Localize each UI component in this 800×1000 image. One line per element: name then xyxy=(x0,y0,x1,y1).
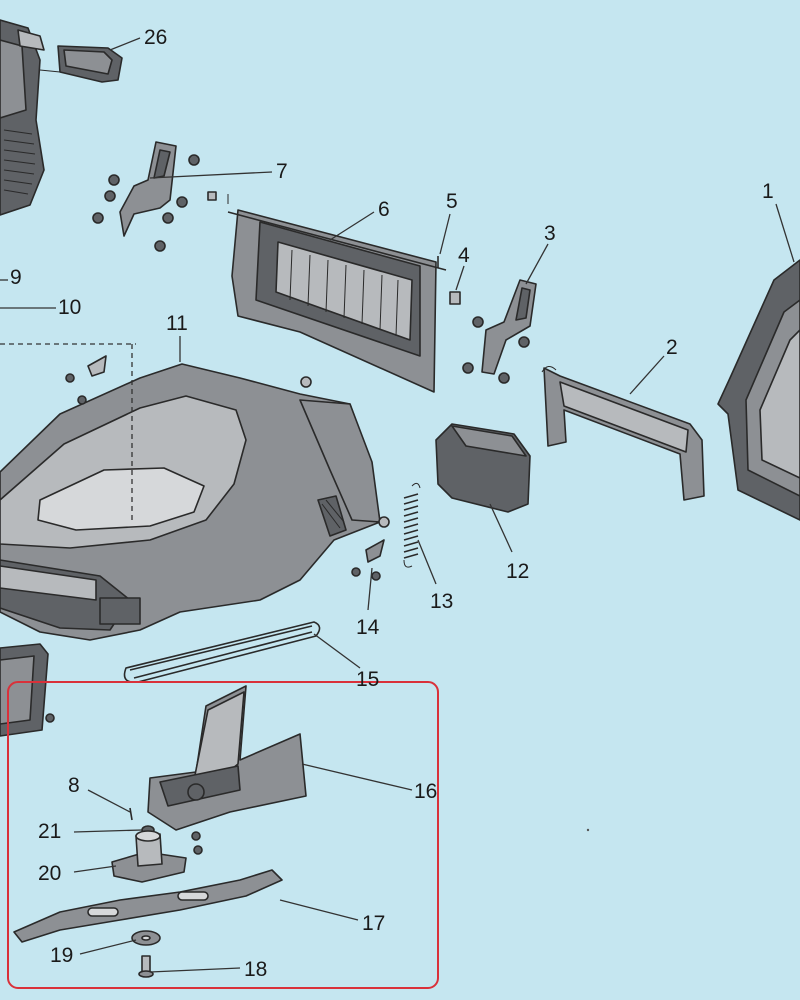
label-17: 17 xyxy=(362,912,385,935)
label-12: 12 xyxy=(506,560,529,583)
part-13-spring xyxy=(403,482,421,568)
part-20-blade-holder xyxy=(111,830,187,883)
label-2: 2 xyxy=(666,336,678,359)
leader-14 xyxy=(367,567,373,611)
label-15: 15 xyxy=(356,668,379,691)
leader-16 xyxy=(301,763,413,791)
leader-6 xyxy=(329,211,375,241)
part-11-fastener xyxy=(300,376,312,388)
leader-17 xyxy=(279,899,359,921)
part-1-grass-bag xyxy=(717,259,800,521)
label-6: 6 xyxy=(378,198,390,221)
label-13: 13 xyxy=(430,590,453,613)
leader-15 xyxy=(313,633,361,669)
stray-dot xyxy=(586,828,590,832)
label-19: 19 xyxy=(50,944,73,967)
part-17-blade xyxy=(13,869,283,943)
label-8: 8 xyxy=(68,774,80,797)
highlight-box xyxy=(7,681,439,989)
label-11: 11 xyxy=(166,312,188,335)
part-19-washer xyxy=(131,930,161,946)
label-4: 4 xyxy=(458,244,470,267)
label-3: 3 xyxy=(544,222,556,245)
label-9: 9 xyxy=(10,266,22,289)
leader-4 xyxy=(455,265,465,291)
part-26-switch-box xyxy=(39,45,123,83)
leader-1 xyxy=(775,203,795,263)
leader-5 xyxy=(439,213,451,255)
part-2-deflector xyxy=(541,366,705,501)
leader-3 xyxy=(525,243,549,285)
part-6-rear-flap xyxy=(207,191,447,393)
label-16: 16 xyxy=(414,780,437,803)
label-5: 5 xyxy=(446,190,458,213)
label-10: 10 xyxy=(58,296,81,319)
leader-18 xyxy=(149,967,241,973)
part-14-cable-tie xyxy=(351,539,385,581)
leader-21 xyxy=(73,829,143,833)
label-26: 26 xyxy=(144,26,167,49)
part-18-bolt xyxy=(138,955,154,978)
leader-2 xyxy=(629,355,665,395)
leader-8 xyxy=(87,789,131,813)
part-9-10-cable xyxy=(0,343,136,520)
part-7-bracket xyxy=(92,141,200,252)
leader-7 xyxy=(149,171,273,179)
label-7: 7 xyxy=(276,160,288,183)
label-14: 14 xyxy=(356,616,380,639)
leader-13 xyxy=(417,539,437,585)
part-12-cover-plug xyxy=(435,423,531,513)
label-18: 18 xyxy=(244,958,267,981)
leader-20 xyxy=(73,865,117,873)
leader-12 xyxy=(489,503,513,553)
part-3-bracket xyxy=(462,279,537,384)
label-21: 21 xyxy=(38,820,61,843)
part-8-key xyxy=(129,807,133,821)
label-1: 1 xyxy=(762,180,774,203)
part-11-deck-housing xyxy=(0,363,390,641)
part-4-sleeve xyxy=(449,291,461,305)
part-engine xyxy=(0,19,45,216)
part-16-mulching-plug xyxy=(147,685,307,855)
leader-26 xyxy=(109,37,141,51)
leader-19 xyxy=(79,939,137,955)
label-20: 20 xyxy=(38,862,61,885)
